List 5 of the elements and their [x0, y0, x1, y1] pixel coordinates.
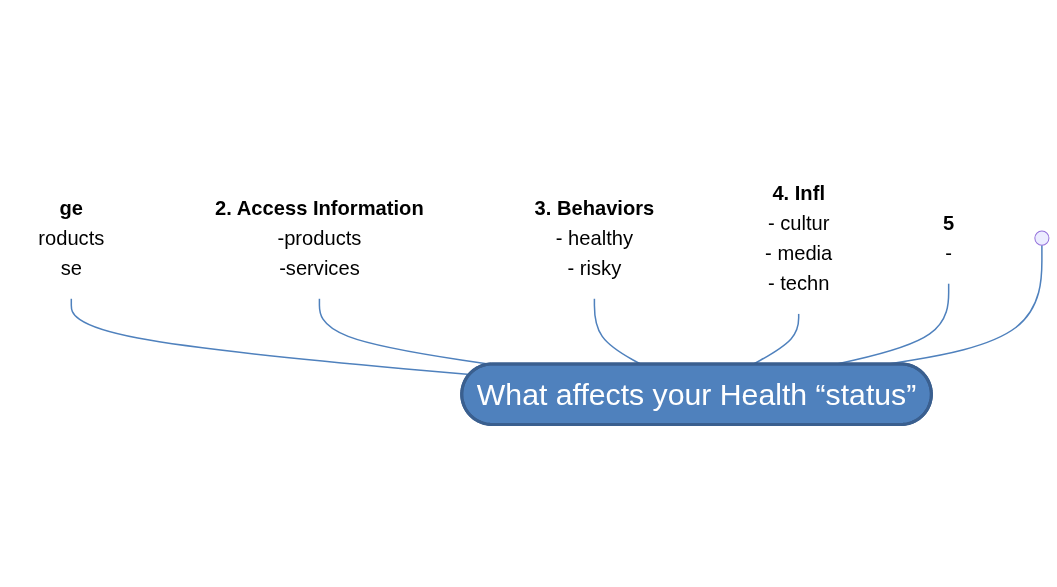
node-text: 4. Infl - cultur - media - techn	[765, 181, 833, 295]
node-text: 2. Access Information -products -services	[215, 196, 424, 280]
node-text: 3. Behaviors - healthy - risky	[534, 196, 655, 280]
node-text: ge roducts se	[38, 196, 105, 280]
node-text: 5 -	[943, 211, 955, 265]
